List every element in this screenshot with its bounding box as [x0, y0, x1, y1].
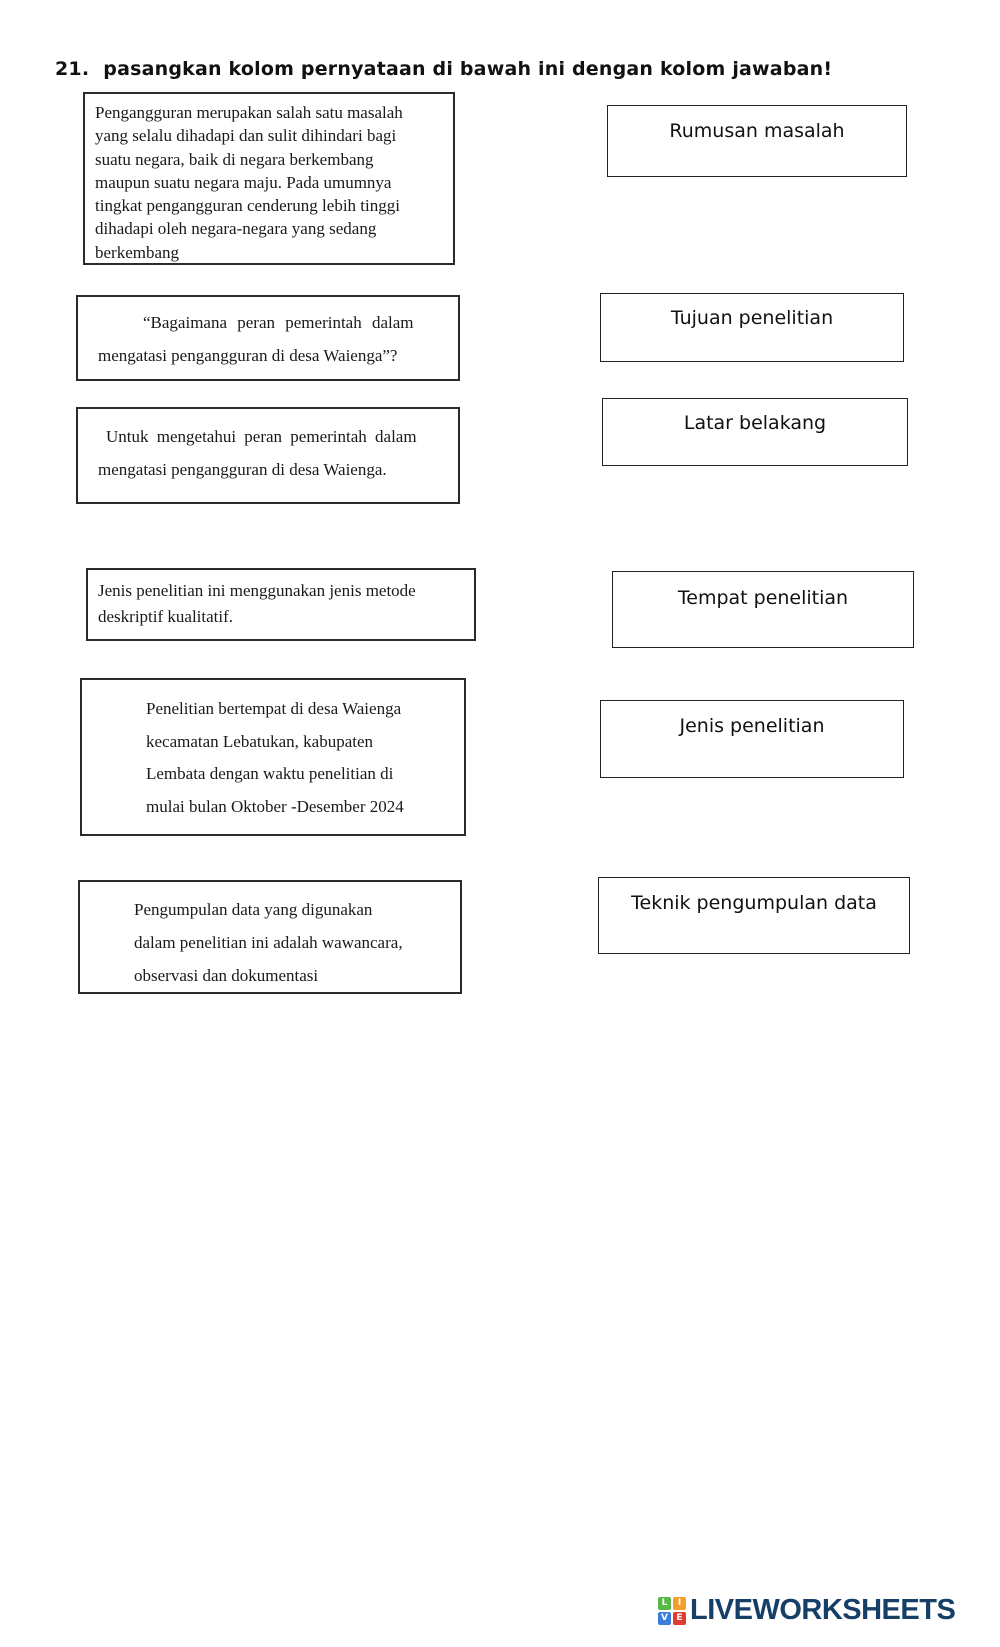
- answer-box-latar-belakang[interactable]: Latar belakang: [602, 398, 908, 466]
- question-number: 21.: [55, 58, 90, 80]
- logo-square-v: V: [658, 1611, 671, 1625]
- liveworksheets-icon: L I V E: [658, 1596, 686, 1625]
- answer-box-jenis-penelitian[interactable]: Jenis penelitian: [600, 700, 904, 778]
- brand-name: LIVEWORKSHEETS: [690, 1594, 956, 1626]
- logo-square-i: I: [673, 1596, 686, 1610]
- question-title: pasangkan kolom pernyataan di bawah ini …: [103, 58, 833, 80]
- answer-box-teknik-pengumpulan-data[interactable]: Teknik pengumpulan data: [598, 877, 910, 954]
- answer-label: Rumusan masalah: [669, 120, 845, 142]
- answer-box-rumusan-masalah[interactable]: Rumusan masalah: [607, 105, 907, 177]
- question-heading: 21. pasangkan kolom pernyataan di bawah i…: [55, 58, 832, 80]
- statement-box-latar-belakang[interactable]: Pengangguran merupakan salah satu masala…: [83, 92, 455, 265]
- answer-label: Teknik pengumpulan data: [631, 892, 877, 914]
- logo-square-l: L: [658, 1596, 671, 1610]
- logo-square-e: E: [673, 1611, 686, 1625]
- answer-box-tempat-penelitian[interactable]: Tempat penelitian: [612, 571, 914, 648]
- liveworksheets-logo: L I V E LIVEWORKSHEETS: [658, 1594, 956, 1627]
- answer-box-tujuan-penelitian[interactable]: Tujuan penelitian: [600, 293, 904, 362]
- answer-label: Tempat penelitian: [677, 587, 849, 609]
- answer-label: Latar belakang: [683, 412, 827, 434]
- answer-label: Tujuan penelitian: [670, 307, 834, 329]
- statement-box-jenis-penelitian[interactable]: Jenis penelitian ini menggunakan jenis m…: [86, 568, 476, 641]
- answer-label: Jenis penelitian: [679, 715, 825, 737]
